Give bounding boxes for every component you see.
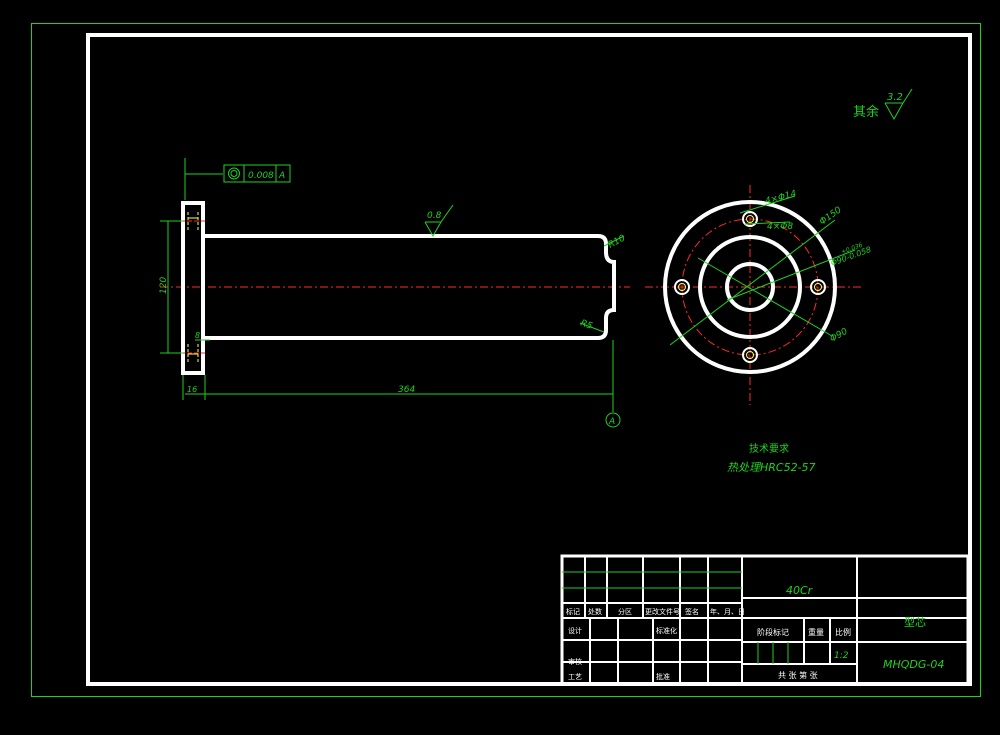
- dia-outer-label: Φ150: [818, 205, 844, 227]
- tb-standard: 标准化: [656, 626, 677, 635]
- bolt-holes: [674, 211, 826, 363]
- dia-mid-label: Φ90: [829, 327, 850, 345]
- tb-design: 设计: [568, 626, 582, 635]
- tb-h-date: 年、月、日: [710, 607, 745, 616]
- radius-top: R10: [607, 233, 628, 250]
- dim-height: 120: [159, 277, 169, 294]
- title-block: 40Cr 型芯 MHQDG-04 1:2 标记 处数 分区 更改文件号 签名 年…: [560, 554, 970, 686]
- bore-circle: [725, 262, 775, 312]
- tb-part-name: 型芯: [904, 615, 926, 629]
- flange-holes: [187, 212, 199, 362]
- side-view: [160, 201, 630, 375]
- outer-circle: [663, 200, 837, 374]
- tb-stage: 阶段标记: [757, 627, 789, 637]
- tb-material: 40Cr: [786, 584, 814, 597]
- tb-scale: 1:2: [834, 651, 849, 661]
- tb-h-count: 处数: [588, 607, 602, 616]
- tb-drawing-no: MHQDG-04: [883, 658, 944, 671]
- sheet-outer-border: [31, 23, 981, 697]
- radius-bottom: R5: [579, 318, 594, 332]
- side-dimensions: [160, 158, 625, 412]
- flange: [181, 201, 205, 375]
- note-title: 技术要求: [749, 442, 789, 455]
- datum-circle: [605, 412, 621, 428]
- dim-small: 8: [195, 331, 200, 340]
- tb-h-sign: 签名: [685, 607, 699, 616]
- coaxiality-datum: A: [278, 171, 285, 181]
- holes-small-label: 4×Φ8: [767, 222, 793, 232]
- remaining-roughness-value: 3.2: [887, 92, 903, 103]
- tb-sheets: 共 张 第 张: [778, 670, 818, 680]
- tb-process: 工艺: [568, 673, 582, 681]
- tb-h-mark: 标记: [566, 607, 580, 616]
- coaxiality-value: 0.008: [248, 171, 274, 181]
- shaft-body: [203, 234, 616, 340]
- tb-approve: 批准: [656, 672, 670, 681]
- tb-check: 审核: [568, 657, 582, 666]
- datum-label: A: [608, 417, 615, 427]
- remaining-roughness: 其余 3.2: [853, 88, 913, 121]
- remaining-roughness-label: 其余: [853, 104, 879, 120]
- dim-length: 364: [398, 385, 415, 395]
- tb-h-zone: 分区: [618, 607, 632, 616]
- tb-ratio: 比例: [835, 627, 851, 637]
- holes-large-label: 4×Φ14: [764, 189, 798, 207]
- pitch-circle: [681, 218, 819, 356]
- shaft-roughness-value: 0.8: [427, 211, 442, 221]
- front-view: [645, 185, 862, 405]
- drawing-frame: [86, 33, 972, 686]
- middle-circle: [698, 235, 802, 339]
- tb-h-doc: 更改文件号: [645, 607, 680, 616]
- front-leaders: [669, 195, 856, 346]
- note-heat: 热处理HRC52-57: [727, 461, 816, 474]
- tb-weight: 重量: [808, 627, 824, 637]
- coaxiality-frame: 0.008 A: [223, 164, 291, 183]
- dim-flange: 16: [187, 385, 197, 394]
